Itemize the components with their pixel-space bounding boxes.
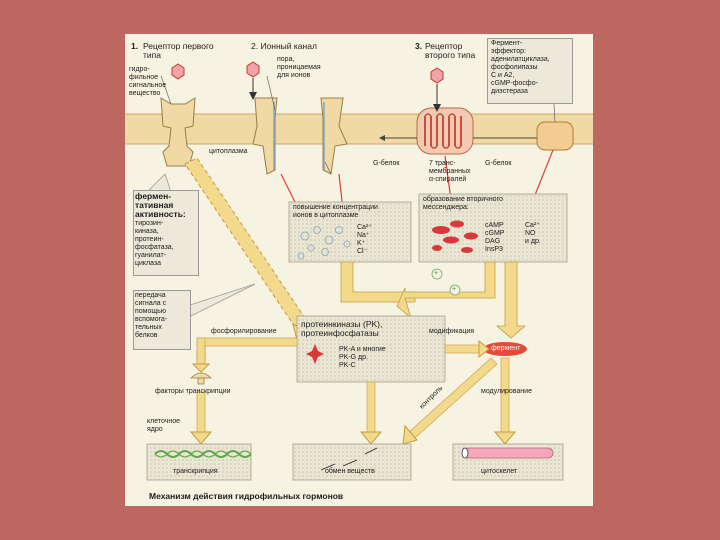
ion-channel xyxy=(252,97,348,175)
enzyme-activity-box xyxy=(133,190,199,276)
hormone-r2 xyxy=(246,61,260,78)
arrow-msg-to-enzyme xyxy=(495,261,527,339)
messengers-title: образование вторичного мессенджера: xyxy=(423,196,503,211)
g-protein-right: G-белок xyxy=(485,160,512,167)
diagram-graphics xyxy=(125,61,593,481)
hormone-r3 xyxy=(430,67,444,84)
cytoskeleton-label: цитоскелет xyxy=(481,468,518,475)
nucleus-label: клеточное ядро xyxy=(147,418,181,433)
r2-title: 2. Ионный канал xyxy=(251,41,317,51)
ions-title: повышение концентрации ионов в цитоплазм… xyxy=(293,204,378,219)
r1-number: 1. xyxy=(131,41,139,51)
pk-star xyxy=(306,344,324,364)
messenger-blobs xyxy=(432,220,478,253)
enzyme-activity-title: фермен- тативная активность: xyxy=(135,191,186,219)
metabolism-label: обмен веществ xyxy=(325,468,375,475)
receptor-type1 xyxy=(160,97,196,167)
transfer-box xyxy=(133,290,191,350)
plus-2 xyxy=(449,284,461,296)
hormone-label: гидро- фильное сигнальное вещество xyxy=(129,66,167,97)
messengers-list-1: cAMP cGMP DAG InsP3 xyxy=(485,222,505,253)
ion-circles xyxy=(297,226,351,260)
ferment-label: фермент xyxy=(491,345,521,352)
modification-label: модификация xyxy=(429,328,475,335)
ferment-node xyxy=(483,342,527,356)
receptor-type3 xyxy=(416,107,474,155)
effector-enzyme xyxy=(536,121,574,151)
phosphorylation-label: фосфорилирование xyxy=(211,328,277,335)
effector-label: Фермент- эффектор: аденилатциклаза, фосф… xyxy=(491,40,550,95)
tf-label: факторы транскрипции xyxy=(155,388,231,395)
tm-label: 7 транс- мембранных α-спиралей xyxy=(429,160,471,183)
effector-callout xyxy=(487,38,573,104)
figure-caption: Механизм действия гидрофильных гормонов xyxy=(149,491,344,501)
pk-title: протеинкиназы (PK), протеинфосфатазы xyxy=(301,319,383,338)
r3-number: 3. xyxy=(415,41,423,51)
pk-box xyxy=(296,315,446,383)
enzyme-activity-list: тирозин- киназа, протеин- фосфатаза, гуа… xyxy=(135,220,174,267)
cell-membrane xyxy=(125,114,593,144)
cytoplasm-label: цитоплазма xyxy=(209,148,248,155)
transfer-label: передача сигнала с помощью вспомога- тел… xyxy=(135,292,168,339)
figure-plate: 1. Рецептор первого типа гидро- фильное … xyxy=(125,34,593,506)
hormone-r1 xyxy=(171,63,185,80)
pore-label: пора, проницаемая для ионов xyxy=(277,56,321,79)
ions-box xyxy=(288,201,412,263)
callout-transfer-pointer xyxy=(186,283,256,319)
ions-list: Ca²⁺ Na⁺ K⁺ Cl⁻ xyxy=(357,224,372,255)
messengers-list-2: Ca²⁺ NO и др. xyxy=(525,222,541,245)
plus-sign-2: + xyxy=(452,286,457,293)
cytoskeleton-fiber xyxy=(462,447,554,459)
tf-shape xyxy=(190,372,212,379)
plus-1 xyxy=(431,268,443,280)
g-protein-left: G-белок xyxy=(373,160,400,167)
arrow-msg-to-pk xyxy=(396,261,496,320)
r1-title: Рецептор первого типа xyxy=(143,41,214,60)
pk-list: PK-A и многие PK-G др. PK-C xyxy=(339,346,386,369)
modulation-label: модулирование xyxy=(481,388,532,395)
r3-title: Рецептор второго типа xyxy=(425,41,476,60)
transcription-label: транскрипция xyxy=(173,468,218,475)
plus-sign-1: + xyxy=(434,270,439,277)
